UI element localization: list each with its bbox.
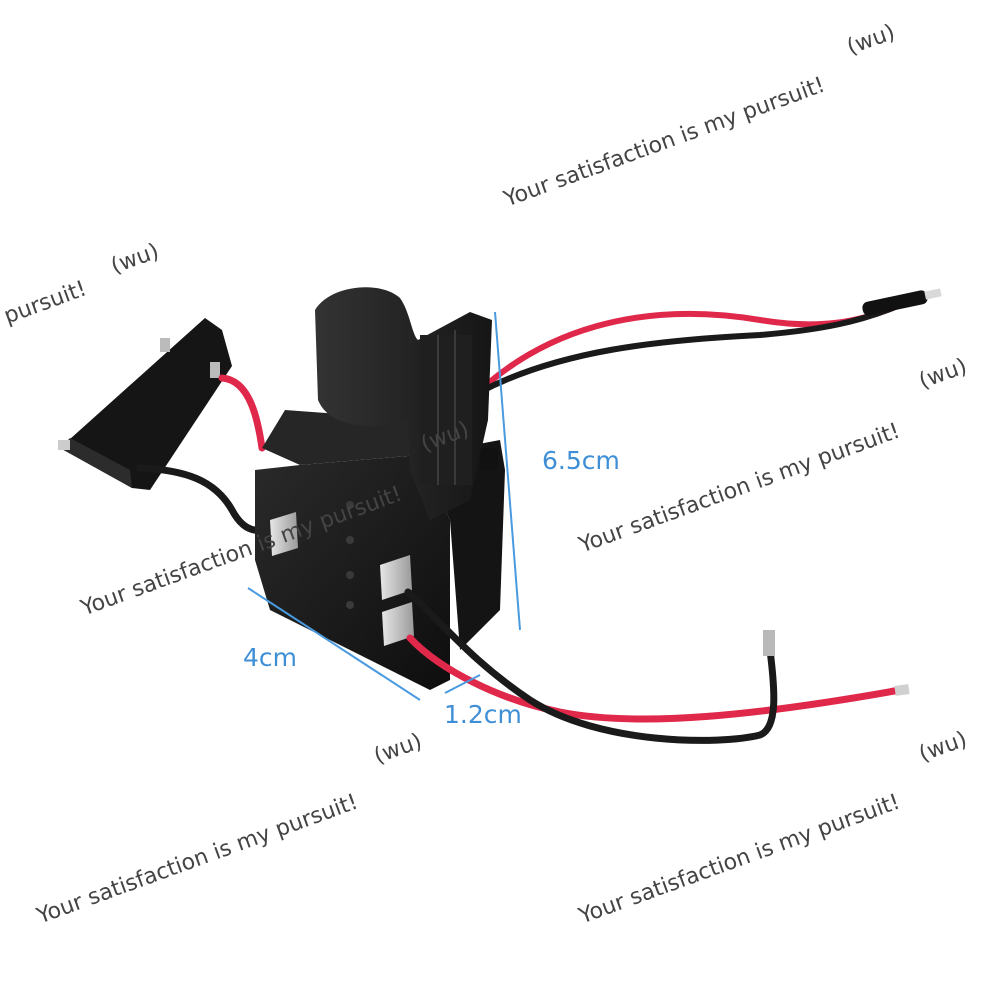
trigger (315, 287, 498, 520)
bottom-wires (404, 588, 910, 744)
terminals (270, 512, 414, 646)
width-dimension-label: 4cm (243, 643, 298, 672)
dimension-lines (247, 311, 521, 701)
plate-wires (136, 374, 266, 534)
top-wires (467, 288, 942, 403)
depth-dimension-label: 1.2cm (444, 700, 522, 729)
mounting-plate (58, 318, 232, 490)
height-dimension-label: 6.5cm (542, 446, 620, 475)
